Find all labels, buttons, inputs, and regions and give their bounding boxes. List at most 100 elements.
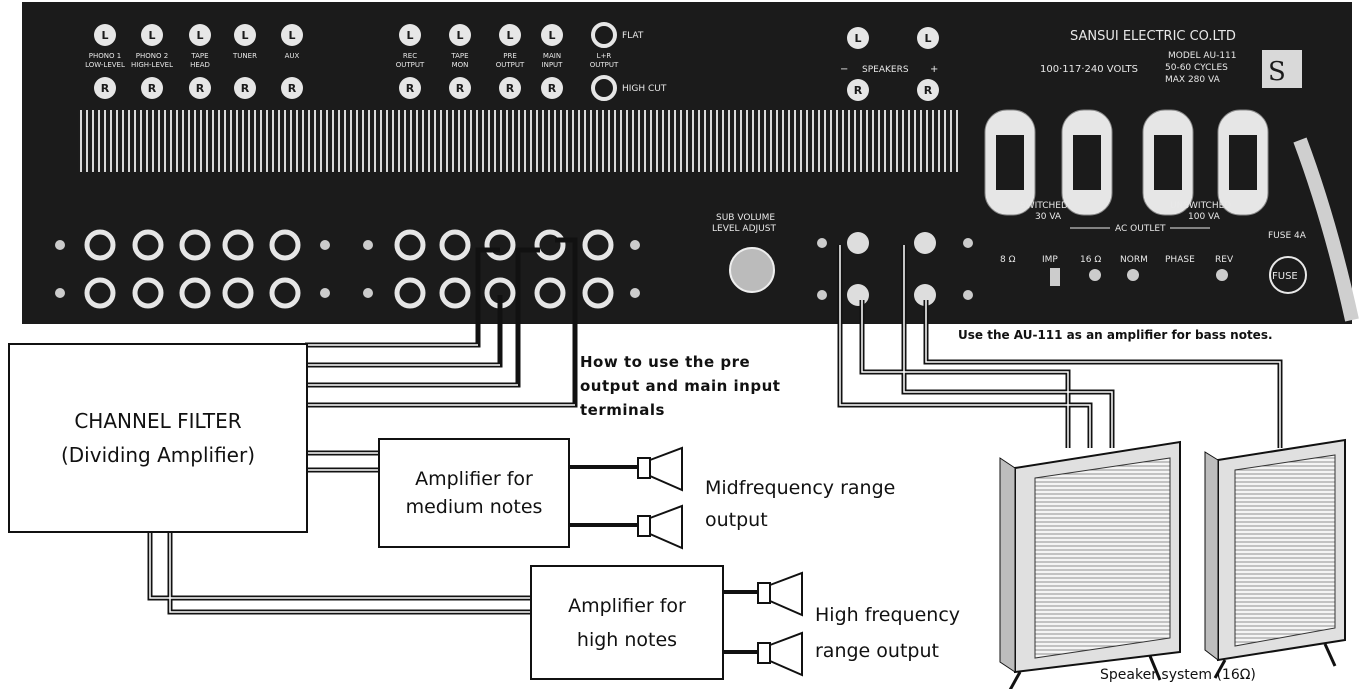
imp-16-label: 16 Ω — [1080, 255, 1101, 265]
top-jack-r-letter: R — [406, 82, 415, 95]
top-jack-l-letter: L — [288, 29, 295, 42]
jack-label: MAIN — [543, 52, 561, 60]
rca-jack[interactable] — [225, 232, 251, 258]
panel-screw — [320, 240, 330, 250]
jack-label: AUX — [285, 52, 300, 60]
rca-jack[interactable] — [487, 232, 513, 258]
voltage-text: 100·117·240 VOLTS — [1040, 64, 1138, 75]
rca-jack[interactable] — [585, 280, 611, 306]
panel-screw — [630, 240, 640, 250]
rca-jack[interactable] — [135, 280, 161, 306]
speakers-label: SPEAKERS — [862, 65, 909, 75]
imp-switch[interactable] — [1089, 269, 1101, 281]
high-output-line1: High frequency — [815, 597, 960, 633]
unswitched-label: UNSWITCHED — [1170, 201, 1231, 211]
channel-filter-subtitle: (Dividing Amplifier) — [61, 438, 255, 472]
imp-slide-switch[interactable] — [1050, 268, 1060, 286]
cycles-text: 50-60 CYCLES — [1165, 63, 1228, 73]
channel-filter-box: CHANNEL FILTER (Dividing Amplifier) — [8, 343, 308, 533]
flat-label: FLAT — [622, 31, 644, 41]
rev-switch[interactable] — [1216, 269, 1228, 281]
ac-outlet-label: AC OUTLET — [1115, 224, 1166, 234]
rca-jack[interactable] — [182, 232, 208, 258]
model-text: MODEL AU-111 — [1168, 51, 1237, 61]
top-jack-l-letter: L — [506, 29, 513, 42]
bass-note-caption: Use the AU-111 as an amplifier for bass … — [958, 328, 1273, 342]
top-jack-r-letter: R — [456, 82, 465, 95]
rca-jack[interactable] — [537, 232, 563, 258]
high-output-caption: High frequency range output — [815, 597, 960, 669]
top-jack-l-letter: L — [148, 29, 155, 42]
top-jack-r-letter: R — [101, 82, 110, 95]
rca-jack[interactable] — [272, 232, 298, 258]
top-jack-l-letter: L — [456, 29, 463, 42]
panel-screw — [363, 240, 373, 250]
amp-medium-line2: medium notes — [406, 493, 543, 521]
channel-filter-title: CHANNEL FILTER — [74, 404, 241, 438]
jack-label: PHONO 1 — [89, 52, 121, 60]
jack-label: OUTPUT — [496, 61, 525, 69]
rca-jack[interactable] — [442, 280, 468, 306]
top-jack-r-letter: R — [241, 82, 250, 95]
rca-jack[interactable] — [585, 232, 611, 258]
top-jack-r-letter: R — [196, 82, 205, 95]
how-to-caption: How to use the pre output and main input… — [580, 350, 780, 422]
top-jack-l-letter: L — [101, 29, 108, 42]
sansui-logo-mark: S — [1268, 57, 1286, 87]
jack-label: OUTPUT — [396, 61, 425, 69]
brand-text: SANSUI ELECTRIC CO.LTD — [1070, 29, 1236, 44]
panel-screw — [363, 288, 373, 298]
speaker-jack-r-letter: R — [924, 84, 933, 97]
amp-high-line1: Amplifier for — [568, 589, 686, 623]
norm-label: NORM — [1120, 255, 1148, 265]
phase-label: PHASE — [1165, 255, 1195, 265]
level-adjust-label: LEVEL ADJUST — [712, 224, 776, 234]
panel-screw — [320, 288, 330, 298]
jack-label: OUTPUT — [590, 61, 619, 69]
jack-label: HEAD — [190, 61, 210, 69]
rca-jack[interactable] — [87, 232, 113, 258]
high-cut-label: HIGH CUT — [622, 84, 667, 94]
rca-jack[interactable] — [182, 280, 208, 306]
panel-screw — [630, 288, 640, 298]
rca-jack[interactable] — [442, 232, 468, 258]
rca-jack[interactable] — [87, 280, 113, 306]
speaker-jack-l-letter: L — [924, 32, 931, 45]
amp-medium-box: Amplifier for medium notes — [378, 438, 570, 548]
rca-jack[interactable] — [225, 280, 251, 306]
sub-volume-knob[interactable] — [730, 248, 774, 292]
rca-jack[interactable] — [397, 280, 423, 306]
speakers-minus: − — [840, 64, 848, 75]
vent-slots — [78, 110, 958, 172]
phase-switch[interactable] — [1127, 269, 1139, 281]
top-jack-r-letter: R — [548, 82, 557, 95]
rca-jack[interactable] — [272, 280, 298, 306]
jack-label: LOW-LEVEL — [85, 61, 125, 69]
high-output-line2: range output — [815, 633, 960, 669]
mid-output-line2: output — [705, 504, 895, 536]
jack-label: MON — [452, 61, 469, 69]
speakers-plus: + — [930, 64, 938, 75]
mid-output-line1: Midfrequency range — [705, 472, 895, 504]
rca-jack[interactable] — [537, 280, 563, 306]
jack-label: TAPE — [190, 52, 208, 60]
speaker-jack-r-letter: R — [854, 84, 863, 97]
speaker-jack-l-letter: L — [854, 32, 861, 45]
top-jack-r-letter: R — [506, 82, 515, 95]
rca-jack[interactable] — [397, 232, 423, 258]
fuse-rating: FUSE 4A — [1268, 231, 1307, 241]
rca-jack[interactable] — [135, 232, 161, 258]
top-jack-l-letter: L — [241, 29, 248, 42]
top-jack-r-letter: R — [288, 82, 297, 95]
jack-label: INPUT — [542, 61, 564, 69]
amp-high-box: Amplifier for high notes — [530, 565, 724, 680]
mid-output-caption: Midfrequency range output — [705, 472, 895, 536]
jack-label: HIGH-LEVEL — [131, 61, 173, 69]
how-to-line1: How to use the pre — [580, 350, 780, 374]
speaker-cabinet-left — [1000, 442, 1180, 689]
jack-label: L+R — [597, 52, 612, 60]
top-jack-l-letter: L — [406, 29, 413, 42]
top-jack-l-letter: L — [196, 29, 203, 42]
panel-screw — [55, 240, 65, 250]
